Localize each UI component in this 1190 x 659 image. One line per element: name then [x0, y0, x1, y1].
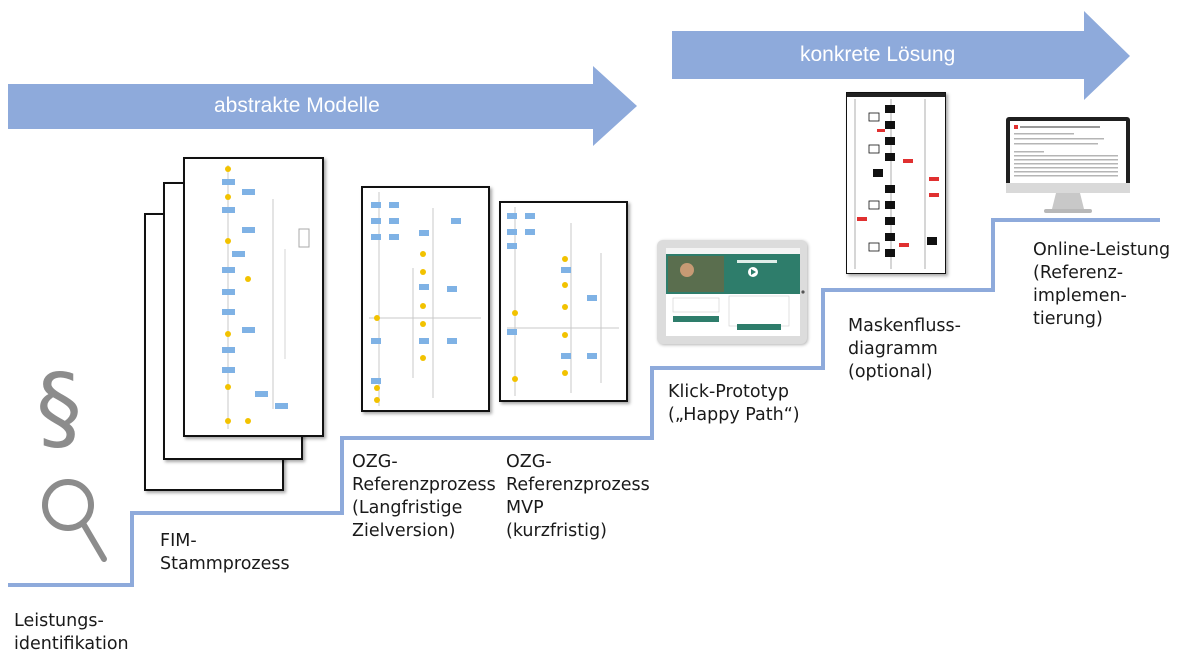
- klick-prototyp-label: Klick-Prototyp („Happy Path“): [668, 382, 800, 425]
- ozg-long-term-diagram: [361, 186, 490, 412]
- fim-process-diagram: [183, 157, 324, 437]
- ozg-mvp-diagram: [499, 201, 628, 402]
- abstract-models-label: abstrakte Modelle: [214, 94, 380, 117]
- ozg-mvp-label: OZG- Referenzprozess MVP (kurzfristig): [506, 452, 650, 541]
- magnifier-icon: [42, 479, 107, 562]
- online-leistung-label: Online-Leistung (Referenz- implemen- tie…: [1033, 240, 1171, 329]
- concrete-solution-label: konkrete Lösung: [800, 43, 956, 66]
- concrete-solution-arrow: [672, 11, 1130, 100]
- online-service-monitor: [1006, 117, 1130, 217]
- fim-stammprozess-label: FIM- Stammprozess: [160, 531, 290, 574]
- mask-flow-diagram: [846, 92, 946, 274]
- leistungsidentifikation-label: Leistungs- identifikation: [14, 611, 129, 654]
- maskenfluss-label: Maskenfluss- diagramm (optional): [848, 316, 961, 382]
- paragraph-icon: §: [36, 354, 82, 461]
- abstract-models-arrow: [8, 66, 637, 146]
- staircase-line: [8, 218, 1160, 587]
- ozg-long-term-label: OZG- Referenzprozess (Langfristige Zielv…: [352, 452, 496, 541]
- click-prototype-tablet: [657, 240, 807, 344]
